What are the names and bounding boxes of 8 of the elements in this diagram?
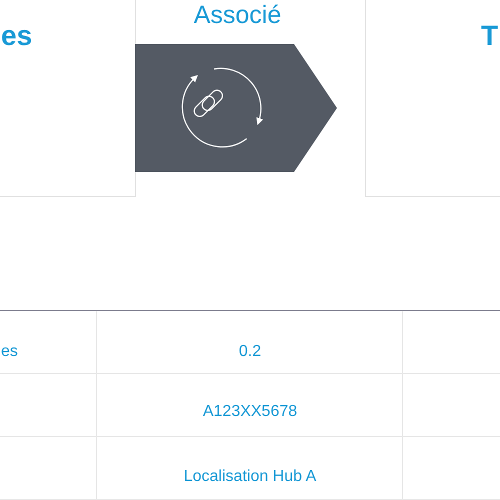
table-text: 0.2 <box>238 343 262 360</box>
panel-box <box>365 0 500 197</box>
panel-heading: es <box>1 20 32 52</box>
step-heading: Associé <box>194 1 282 29</box>
table-text: es <box>1 343 18 360</box>
table-text: Localisation Hub A <box>184 468 316 485</box>
panel-heading: T <box>481 20 498 52</box>
table-text: A123XX5678 <box>202 403 298 420</box>
